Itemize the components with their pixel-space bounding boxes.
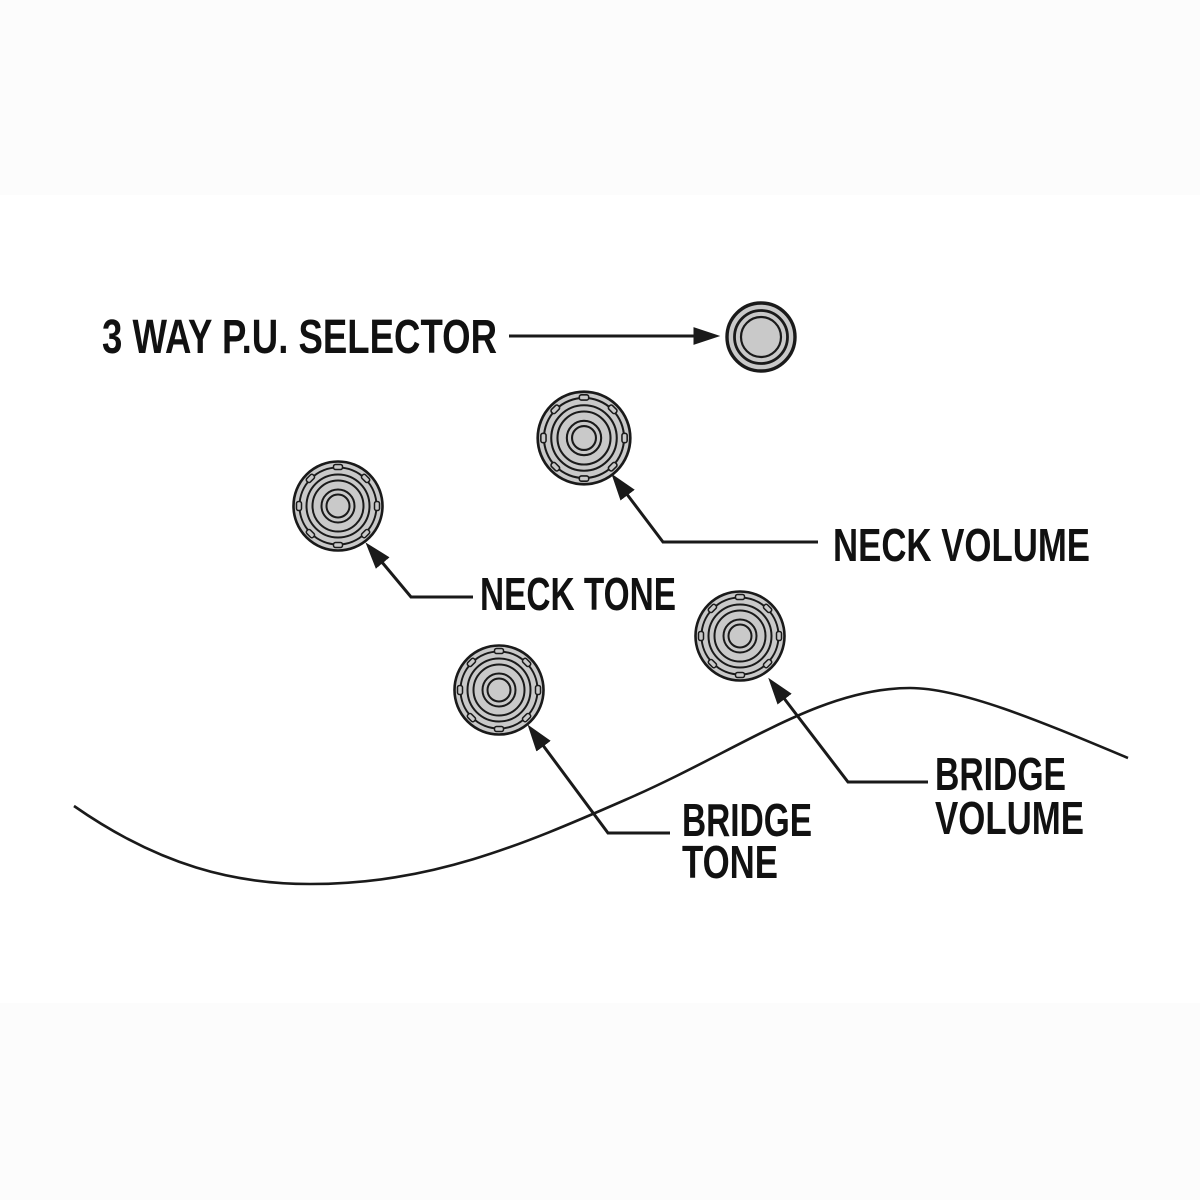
neck-tone-knob <box>292 460 384 552</box>
frame-bottom-band <box>0 1003 1200 1200</box>
bridge-tone-knob <box>453 644 545 736</box>
neck-volume-arrow <box>611 473 818 544</box>
frame-top-band <box>0 0 1200 195</box>
neck-tone-arrow <box>365 542 473 599</box>
neck-volume-knob <box>536 390 632 486</box>
bridge-volume-label-line2: VOLUME <box>935 792 1084 844</box>
bridge-volume-label: BRIDGE VOLUME <box>935 748 1084 844</box>
neck-volume-label: NECK VOLUME <box>833 519 1090 571</box>
guitar-body-outline <box>73 686 1129 886</box>
bridge-volume-arrow <box>768 677 928 784</box>
selector-label: 3 WAY P.U. SELECTOR <box>102 311 497 364</box>
bridge-tone-label-line2: TONE <box>682 836 778 888</box>
bridge-volume-knob <box>694 590 786 682</box>
neck-tone-label: NECK TONE <box>480 568 676 620</box>
bridge-volume-label-line1: BRIDGE <box>935 748 1066 800</box>
pickup-selector-knob <box>725 301 797 373</box>
bridge-tone-label: BRIDGE TONE <box>682 794 812 888</box>
bridge-tone-label-line1: BRIDGE <box>682 794 812 846</box>
bridge-tone-arrow <box>527 724 670 835</box>
